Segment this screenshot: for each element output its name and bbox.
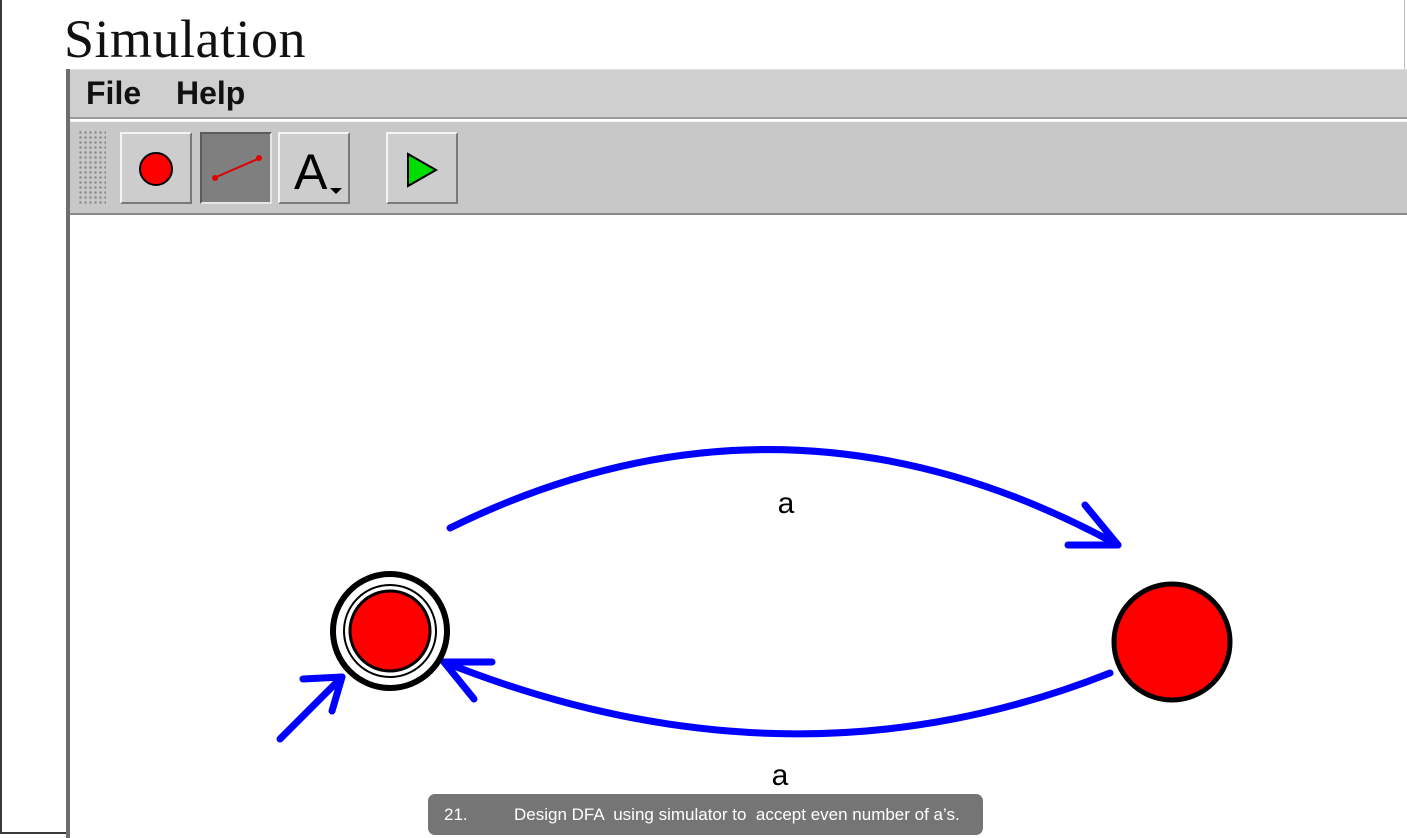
state-q0-accepting[interactable]	[330, 571, 450, 691]
transition-tool-button[interactable]	[200, 132, 272, 204]
menu-help[interactable]: Help	[176, 75, 246, 111]
red-circle-icon	[139, 152, 173, 186]
transition-label-q1-q0: a	[772, 759, 789, 792]
transition-label-q0-q1: a	[778, 487, 795, 520]
menu-file[interactable]: File	[86, 75, 142, 111]
page-title: Simulation	[64, 9, 307, 69]
dfa-diagram: a a	[276, 446, 1233, 792]
green-play-icon	[407, 152, 439, 188]
arrowhead-q1-q0	[440, 658, 496, 703]
menu-bar: File Help	[70, 69, 1407, 119]
toolbar: A	[70, 121, 1407, 215]
run-tool-button[interactable]	[386, 132, 458, 204]
initial-arrowhead	[299, 673, 346, 715]
caption-text: Design DFA using simulator to accept eve…	[514, 805, 960, 824]
automaton-canvas[interactable]: a a	[70, 215, 1407, 838]
caption-number: 21.	[444, 805, 468, 824]
state-q1[interactable]	[1111, 581, 1233, 703]
label-tool-button[interactable]: A	[278, 132, 350, 204]
line-arrow-icon	[212, 155, 262, 181]
figure-caption: 21. Design DFA using simulator to accept…	[428, 794, 983, 835]
letter-a-icon: A	[294, 144, 342, 200]
label-tool-glyph: A	[294, 144, 328, 200]
simulator-window: File Help A	[66, 69, 1407, 838]
transition-edge-q0-q1[interactable]	[446, 446, 1122, 549]
toolbar-grip-handle[interactable]	[78, 130, 106, 204]
state-tool-button[interactable]	[120, 132, 192, 204]
initial-arrow-line	[276, 673, 346, 743]
transition-edge-q1-q0[interactable]	[440, 658, 1114, 738]
arrowhead-q0-q1	[1064, 501, 1122, 549]
